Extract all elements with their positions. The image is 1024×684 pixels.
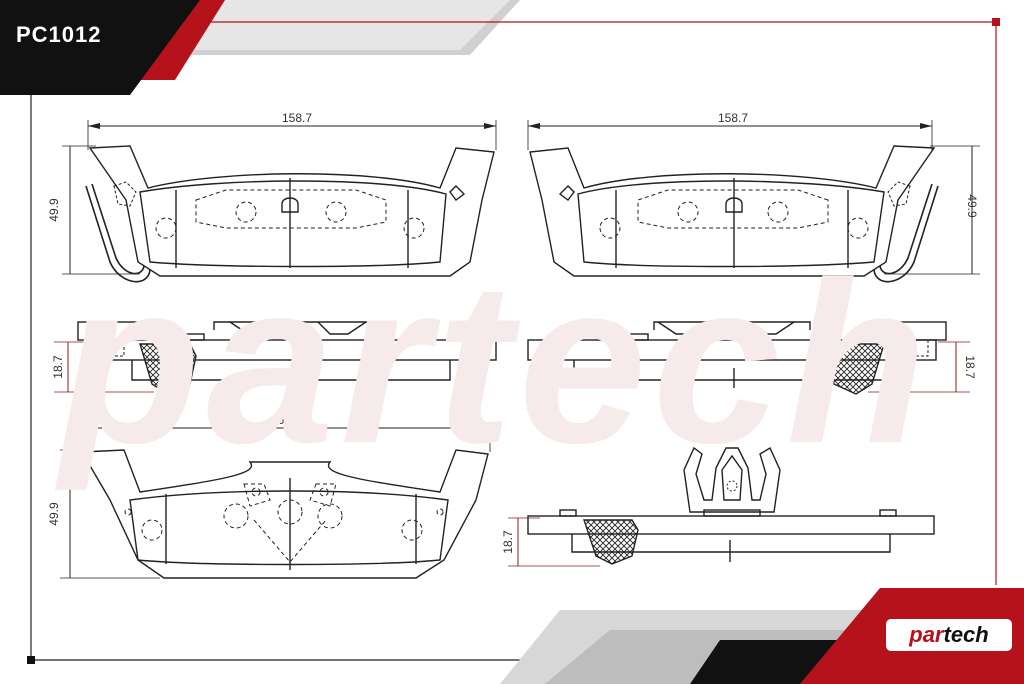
dim-top-left-width: 158.7 <box>282 111 312 125</box>
pad-top-right <box>529 145 939 283</box>
dim-bottom-right <box>508 517 600 567</box>
dim-bottom-left <box>60 422 491 579</box>
dim-side-left <box>54 341 154 393</box>
pad-bottom-right <box>527 446 935 565</box>
brand-logo-part-2: tech <box>943 622 989 647</box>
pad-side-right <box>527 321 947 395</box>
frame <box>27 18 1000 664</box>
brand-logo-part-1: par <box>909 622 944 647</box>
pad-bottom-left <box>80 449 489 579</box>
header-band <box>0 0 520 95</box>
dim-bottom-right-thickness: 18.7 <box>501 530 515 554</box>
dim-top-left <box>62 120 497 275</box>
dim-bottom-left-width: 158.7 <box>271 413 301 427</box>
dim-side-right <box>868 341 970 393</box>
pad-top-left <box>85 145 495 283</box>
dim-side-right-thickness: 18.7 <box>963 355 977 379</box>
dim-bottom-left-height: 49.9 <box>47 502 61 526</box>
dim-top-right-width: 158.7 <box>718 111 748 125</box>
part-number-title: PC1012 <box>16 22 102 47</box>
dim-side-left-thickness: 18.7 <box>51 355 65 379</box>
dim-top-right <box>527 120 980 275</box>
pad-side-left <box>77 321 497 395</box>
dim-top-left-height: 49.9 <box>47 198 61 222</box>
dim-top-right-height: 49.9 <box>965 194 979 218</box>
